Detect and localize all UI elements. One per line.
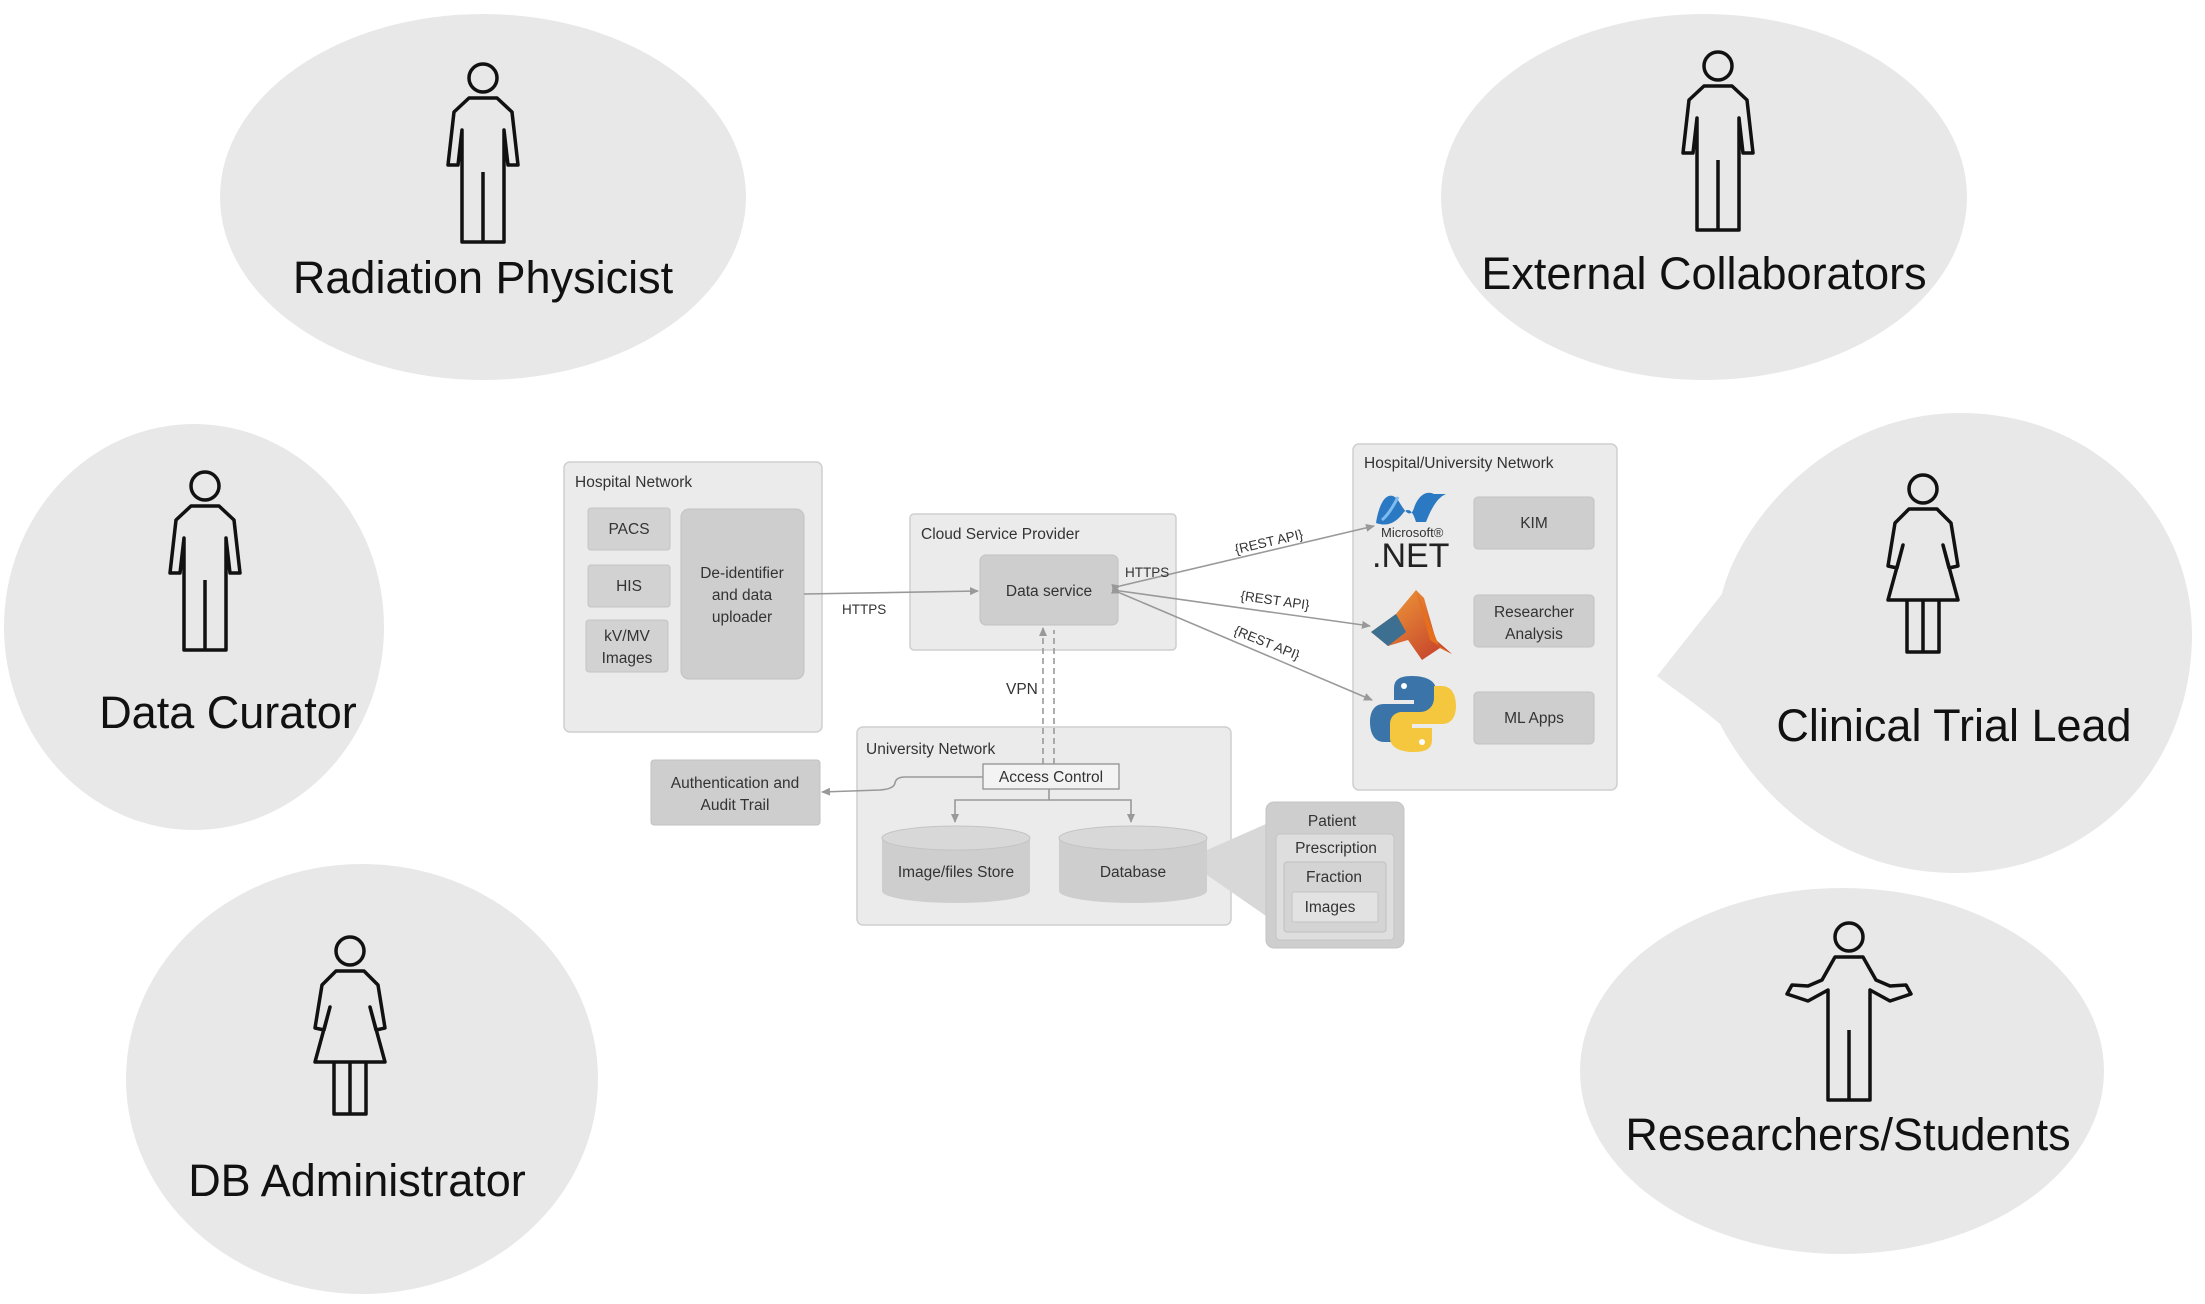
- dotnet-logo-icon: Microsoft® .NET: [1372, 492, 1449, 575]
- role-label: External Collaborators: [1481, 248, 1926, 299]
- his-box: HIS: [616, 578, 642, 595]
- image-store-label: Image/files Store: [898, 864, 1014, 881]
- https-right-label: HTTPS: [1125, 565, 1169, 580]
- deid-line1: De-identifier: [700, 565, 784, 582]
- role-label: Researchers/Students: [1625, 1109, 2070, 1160]
- auth-link: [821, 776, 983, 796]
- role-clinical-trial-lead: Clinical Trial Lead: [1657, 413, 2192, 873]
- researcher-line1: Researcher: [1494, 604, 1574, 621]
- dotnet-big-text: .NET: [1372, 537, 1449, 575]
- db-link: [1049, 799, 1135, 823]
- role-label: Radiation Physicist: [293, 252, 674, 303]
- cloud-service-provider-group: Cloud Service Provider Data service: [909, 513, 1177, 651]
- university-network-group: University Network Access Control Image/…: [856, 726, 1232, 926]
- person-male-icon: [446, 62, 520, 244]
- hu-network-title: Hospital/University Network: [1364, 455, 1554, 472]
- data-service-box: Data service: [1006, 583, 1092, 600]
- kvmv-line2: Images: [602, 650, 653, 667]
- cloud-title: Cloud Service Provider: [921, 526, 1080, 543]
- deid-line3: uploader: [712, 609, 772, 626]
- database-cylinder: Database: [1058, 825, 1208, 903]
- ml-apps-box: ML Apps: [1504, 710, 1564, 727]
- role-radiation-physicist: Radiation Physicist: [220, 14, 746, 380]
- person-male-icon: [168, 470, 242, 652]
- role-db-administrator: DB Administrator: [126, 864, 598, 1294]
- role-data-curator: Data Curator: [4, 424, 384, 830]
- kvmv-line1: kV/MV: [604, 628, 650, 645]
- https-left-label: HTTPS: [842, 602, 886, 617]
- hospital-network-title: Hospital Network: [575, 474, 692, 491]
- schema-images: Images: [1305, 899, 1356, 916]
- person-male-icon: [1681, 50, 1755, 232]
- role-external-collaborators: External Collaborators: [1441, 14, 1967, 380]
- kim-box: KIM: [1520, 515, 1548, 532]
- store-link: [951, 789, 1050, 823]
- access-control-box: Access Control: [999, 769, 1103, 786]
- rest-api-label-1: {REST API}: [1233, 527, 1305, 557]
- connectors: [803, 523, 1375, 823]
- rest-link-dotnet: [1111, 523, 1375, 592]
- data-schema-callout: Patient Prescription Fraction Images: [1207, 801, 1405, 949]
- person-shrugging-icon: [1785, 921, 1913, 1102]
- pacs-box: PACS: [608, 521, 649, 538]
- schema-patient: Patient: [1308, 813, 1357, 830]
- auth-line1: Authentication and: [671, 775, 799, 792]
- auth-line2: Audit Trail: [701, 797, 770, 814]
- rest-link-python: [1111, 586, 1373, 701]
- hospital-university-network-group: Hospital/University Network Microsoft® .…: [1352, 443, 1618, 791]
- https-link: [803, 587, 979, 596]
- schema-prescription: Prescription: [1295, 840, 1377, 857]
- university-title: University Network: [866, 741, 995, 758]
- role-label: Clinical Trial Lead: [1776, 700, 2131, 751]
- database-label: Database: [1100, 864, 1166, 881]
- role-label: DB Administrator: [188, 1155, 526, 1206]
- matlab-logo-icon: [1371, 590, 1452, 660]
- role-researchers-students: Researchers/Students: [1580, 888, 2104, 1254]
- schema-fraction: Fraction: [1306, 869, 1362, 886]
- person-female-icon: [313, 935, 387, 1116]
- auth-audit-box: Authentication and Audit Trail: [650, 759, 821, 826]
- python-logo-icon: [1370, 676, 1456, 752]
- dotnet-small-text: Microsoft®: [1381, 525, 1444, 540]
- deid-line2: and data: [712, 587, 773, 604]
- vpn-label: VPN: [1006, 681, 1038, 698]
- image-store-cylinder: Image/files Store: [881, 825, 1031, 903]
- rest-api-label-3: {REST API}: [1232, 623, 1303, 663]
- role-label: Data Curator: [99, 687, 357, 738]
- hospital-network-group: Hospital Network PACS HIS kV/MV Images D…: [563, 461, 823, 733]
- person-female-icon: [1886, 473, 1960, 654]
- researcher-line2: Analysis: [1505, 626, 1563, 643]
